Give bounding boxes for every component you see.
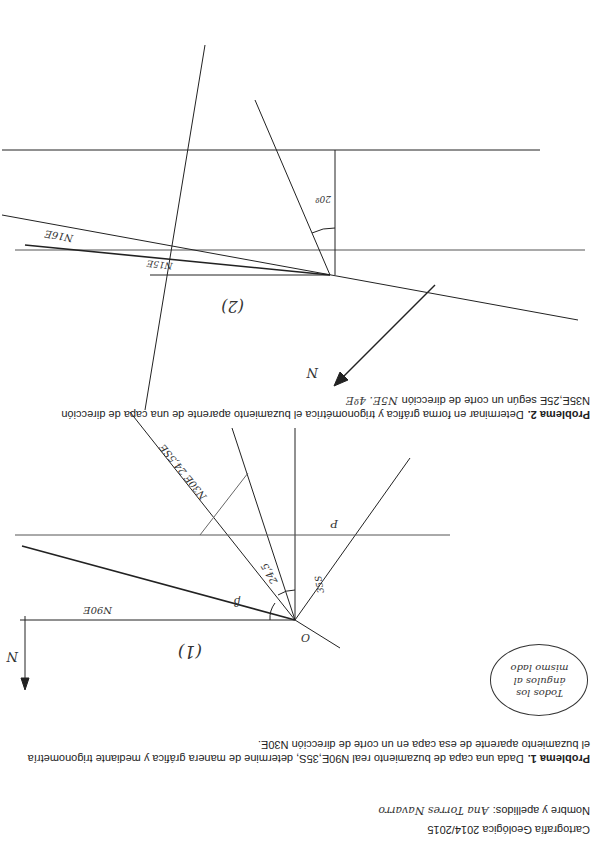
construction-line <box>200 473 248 535</box>
note-text: Todos los ángulos al mismo lado <box>508 662 572 700</box>
figure-number: (2) <box>221 296 244 316</box>
construction-line <box>232 428 295 620</box>
construction-line <box>335 150 336 275</box>
handwritten-name: Ana Torres Navarro <box>378 804 488 817</box>
construction-line <box>255 100 330 275</box>
construction-line <box>295 458 410 620</box>
arrow-head <box>21 678 29 690</box>
direction-label: N30E 24,5SE <box>157 441 210 502</box>
construction-line <box>145 45 205 410</box>
problem-statement: Determinar en forma gráfica y trigonomét… <box>61 395 590 421</box>
angle-arc <box>278 590 295 595</box>
north-label: N <box>7 648 18 664</box>
angle-label: 24,5 <box>259 560 281 586</box>
direction-label: N90E <box>83 604 112 617</box>
strike-line <box>20 620 295 621</box>
problem-statement: Dada una capa de buzamiento real N90E,35… <box>28 739 590 765</box>
angle-arc <box>312 228 335 233</box>
construction-line <box>295 620 340 648</box>
arrow-head <box>334 372 348 386</box>
section-line <box>2 215 578 320</box>
dip-line <box>295 428 296 620</box>
direction-label: N16E <box>44 227 75 244</box>
construction-line <box>15 535 450 536</box>
angle-arc <box>270 603 275 620</box>
origin-label: O <box>301 630 310 644</box>
problem-number: Problema 1. <box>528 753 590 765</box>
north-arrow <box>342 285 435 378</box>
angle-label: β <box>234 594 240 608</box>
note-circle: Todos los ángulos al mismo lado <box>490 645 588 717</box>
figure-number: (1) <box>178 641 202 662</box>
angle-label: 20º <box>315 193 331 204</box>
text-line: Problema 2.Determinar en forma gráfica y… <box>15 392 590 422</box>
north-label: N <box>307 364 318 380</box>
problem-number: Problema 2. <box>528 409 590 421</box>
apparent-line <box>130 412 295 620</box>
strike-line <box>150 275 330 276</box>
text-line: Nombre y apellidos: Ana Torres Navarro <box>170 803 590 818</box>
text-line: Problema 1.Dada una capa de buzamiento r… <box>22 737 590 766</box>
field-label: Nombre y apellidos: <box>493 805 590 817</box>
north-arrow <box>25 616 26 682</box>
apparent-line <box>25 245 330 275</box>
page-title: Cartografía Geológica 2014/2015 <box>427 822 590 836</box>
point-label: P <box>331 516 338 530</box>
direction-label: N15E <box>146 257 173 271</box>
construction-line <box>15 250 585 251</box>
construction-line <box>2 150 540 151</box>
handwritten-answer: N5E. 4ºE <box>346 394 398 407</box>
section-line <box>22 546 295 620</box>
